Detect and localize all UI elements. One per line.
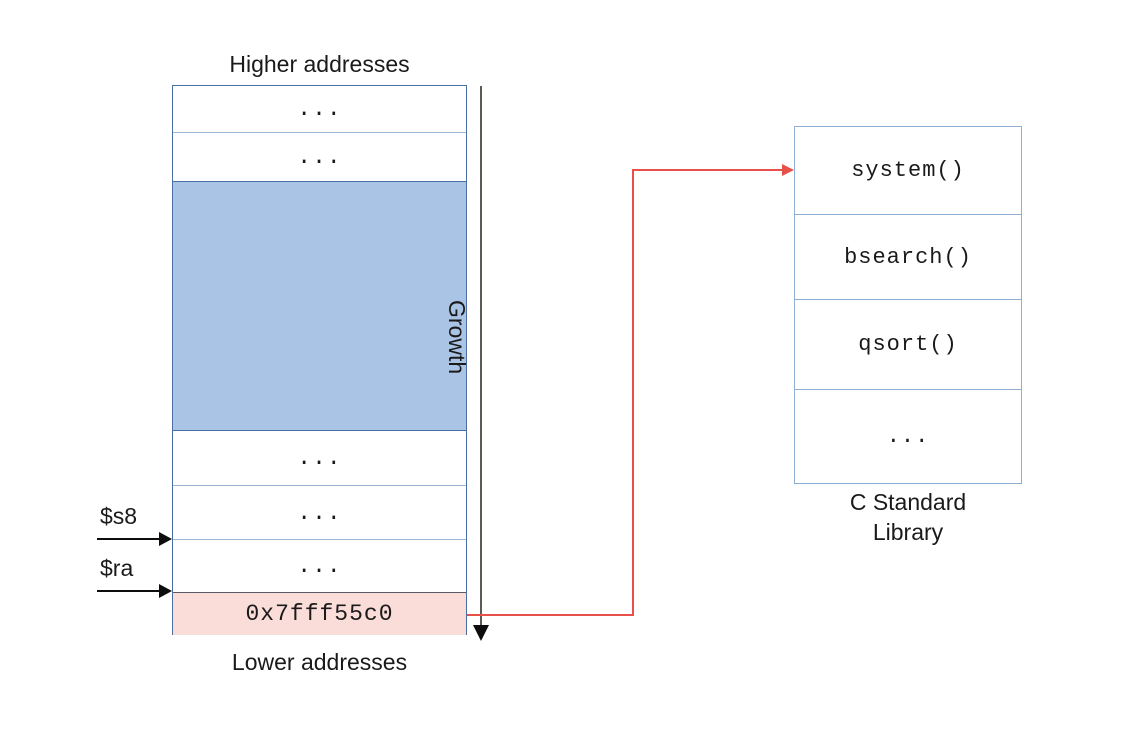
c-standard-library-box: system() bsearch() qsort() ...: [794, 126, 1022, 484]
library-entry-qsort: qsort(): [795, 300, 1021, 390]
stack-cell-5: ...: [297, 553, 342, 579]
library-caption-line1: C Standard: [849, 489, 967, 515]
library-caption-line2: Library: [872, 519, 944, 545]
library-entry-system: system(): [795, 127, 1021, 215]
call-arrow-segment-top: [632, 169, 784, 171]
register-arrow-s8-line: [97, 538, 159, 540]
register-arrow-ra-head: [159, 584, 172, 598]
stack-cell-4: ...: [173, 486, 466, 540]
call-arrow-segment-vertical: [632, 169, 634, 616]
growth-label: Growth: [444, 300, 470, 375]
register-arrow-s8-head: [159, 532, 172, 546]
stack-cell-0: ...: [173, 86, 466, 133]
stack-cell-return-address: 0x7fff55c0: [173, 592, 466, 635]
growth-arrow-head: [473, 625, 489, 641]
stack-diagram: ... ... ... ... ... 0x7fff55c0: [172, 85, 467, 635]
register-label-ra: $ra: [100, 555, 134, 581]
growth-arrow-line: [480, 86, 482, 631]
register-arrow-ra-line: [97, 590, 159, 592]
call-arrow-segment-bottom: [467, 614, 634, 616]
library-entry-ellipsis: ...: [886, 424, 930, 449]
register-label-s8: $s8: [100, 503, 138, 529]
library-entry-bsearch: bsearch(): [795, 215, 1021, 300]
stack-cell-buffer: [173, 181, 466, 431]
higher-addresses-label: Higher addresses: [229, 51, 410, 77]
call-arrow-head: [782, 164, 794, 176]
stack-cell-1: ...: [297, 144, 342, 170]
lower-addresses-label: Lower addresses: [231, 649, 408, 675]
stack-cell-3: ...: [173, 431, 466, 486]
